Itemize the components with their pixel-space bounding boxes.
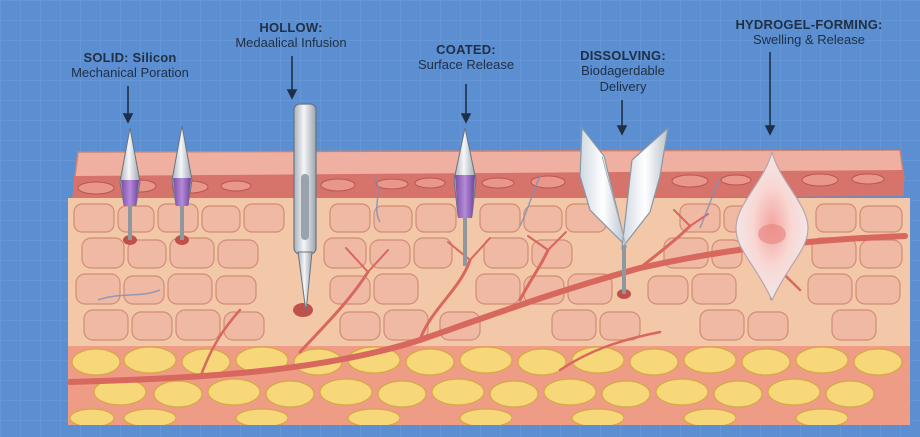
solid-mode: Mechanical Poration: [42, 65, 218, 80]
hydrogel-mode: Swelling & Release: [700, 32, 918, 47]
hollow-mode: Medaalical Infusion: [196, 35, 386, 50]
label-hydrogel: HYDROGEL-FORMING: Swelling & Release: [700, 17, 918, 48]
label-solid: SOLID: Silicon Mechanical Poration: [42, 50, 218, 81]
dissolving-mode-line-1: Biodagerdable: [548, 63, 698, 78]
label-dissolving: DISSOLVING: Biodagerdable Delivery: [548, 48, 698, 94]
solid-type: SOLID: Silicon: [42, 50, 218, 65]
hydrogel-type: HYDROGEL-FORMING:: [700, 17, 918, 32]
dissolving-type: DISSOLVING:: [548, 48, 698, 63]
label-coated: COATED: Surface Release: [380, 42, 552, 73]
dissolving-mode-line-2: Delivery: [548, 79, 698, 94]
hollow-type: HOLLOW:: [196, 20, 386, 35]
coated-mode: Surface Release: [380, 57, 552, 72]
label-hollow: HOLLOW: Medaalical Infusion: [196, 20, 386, 51]
coated-type: COATED:: [380, 42, 552, 57]
